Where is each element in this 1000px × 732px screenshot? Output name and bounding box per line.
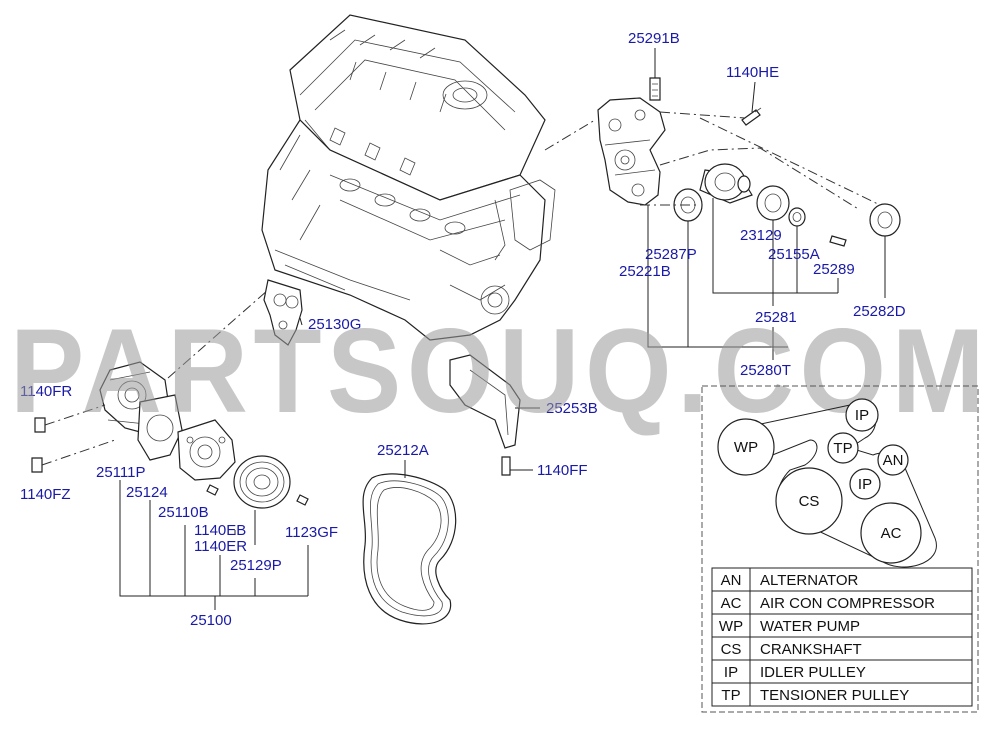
pulley-cs: [775, 467, 843, 535]
legend-code: AC: [721, 595, 742, 612]
callout-1140eb[interactable]: 1140EB: [194, 522, 246, 539]
drive-belt: [362, 473, 457, 625]
pulley-label-ip-mid: IP: [858, 476, 872, 493]
callout-25280t[interactable]: 25280T: [740, 362, 791, 379]
pulley-label-an: AN: [883, 452, 904, 469]
pulley-wp: [717, 418, 775, 476]
legend-code: CS: [721, 641, 742, 658]
callout-25281[interactable]: 25281: [755, 309, 797, 326]
pulley-ip-mid: [849, 468, 881, 500]
callout-25289[interactable]: 25289: [813, 261, 855, 278]
watermark-text: PARTSOUQ.COM: [10, 304, 990, 438]
pulley-label-tp: TP: [833, 440, 852, 457]
legend-code: TP: [721, 687, 740, 704]
callout-23129[interactable]: 23129: [740, 227, 782, 244]
engine-block: [261, 14, 556, 341]
callout-25124[interactable]: 25124: [126, 484, 168, 501]
legend-code: IP: [724, 664, 738, 681]
callout-25282d[interactable]: 25282D: [853, 303, 906, 320]
leader-lines: [119, 48, 886, 610]
callout-labels: 25291B 1140HE 25287P 23129 25155A 25221B…: [20, 30, 906, 629]
legend-code: WP: [719, 618, 743, 635]
pulley-label-cs: CS: [799, 493, 820, 510]
pulley-tp: [827, 432, 859, 464]
pulley-ip-top: [845, 398, 879, 432]
legend-name: WATER PUMP: [760, 618, 860, 635]
callout-25221b[interactable]: 25221B: [619, 263, 671, 280]
tensioner-bracket-group: [544, 77, 901, 247]
legend-table: AN ALTERNATOR AC AIR CON COMPRESSOR WP WATER …: [711, 567, 973, 707]
callout-1140fz[interactable]: 1140FZ: [20, 486, 71, 503]
callout-25253b[interactable]: 25253B: [546, 400, 598, 417]
callout-1140he[interactable]: 1140HE: [726, 64, 779, 81]
legend-name: CRANKSHAFT: [760, 641, 862, 658]
pulley-label-wp: WP: [734, 439, 758, 456]
pulley-an: [877, 444, 909, 476]
water-pump-group: [31, 279, 521, 509]
legend-name: IDLER PULLEY: [760, 664, 866, 681]
legend-name: TENSIONER PULLEY: [760, 687, 909, 704]
pulley-label-ac: AC: [881, 525, 902, 542]
callout-25287p[interactable]: 25287P: [645, 246, 697, 263]
callout-1140fr[interactable]: 1140FR: [20, 383, 72, 400]
legend-name: ALTERNATOR: [760, 572, 859, 589]
callout-1123gf[interactable]: 1123GF: [285, 524, 338, 541]
pulley-label-ip-top: IP: [855, 407, 869, 424]
callout-25130g[interactable]: 25130G: [308, 316, 361, 333]
callout-25212a[interactable]: 25212A: [377, 442, 429, 459]
callout-25111p[interactable]: 25111P: [96, 464, 146, 481]
callout-25155a[interactable]: 25155A: [768, 246, 820, 263]
callout-25100[interactable]: 25100: [190, 612, 232, 629]
callout-25129p[interactable]: 25129P: [230, 557, 282, 574]
legend-name: AIR CON COMPRESSOR: [760, 595, 935, 612]
callout-1140ff[interactable]: 1140FF: [537, 462, 588, 479]
legend-code: AN: [721, 572, 742, 589]
pulley-ac: [860, 502, 922, 564]
callout-1140er[interactable]: 1140ER: [194, 538, 247, 555]
callout-25291b[interactable]: 25291B: [628, 30, 680, 47]
belt-routing-inset: WP IP TP AN IP CS AC: [701, 385, 979, 713]
callout-25110b[interactable]: 25110B: [158, 504, 209, 521]
